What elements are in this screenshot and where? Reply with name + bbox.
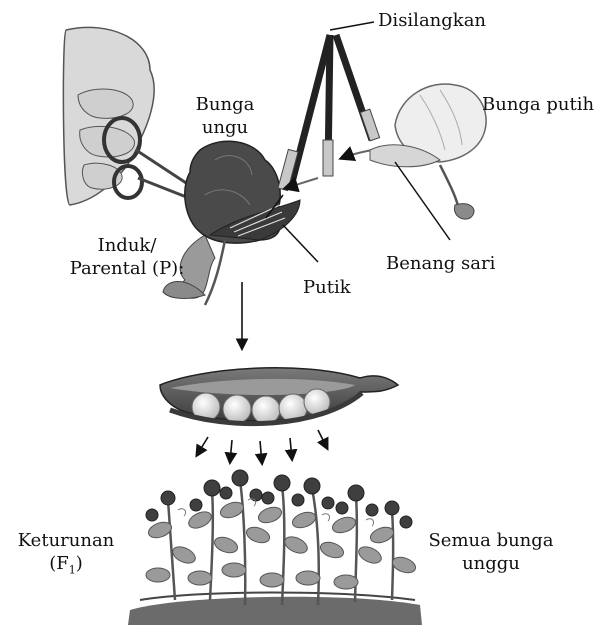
label-semua-line1: Semua bunga [416,529,566,552]
label-induk-line2: Parental (P): [62,257,192,280]
label-bunga-ungu: Bunga ungu [190,93,260,139]
label-semua-bunga: Semua bunga unggu [416,529,566,575]
label-induk-parental: Induk/ Parental (P): [62,234,192,280]
label-semua-line2: unggu [416,552,566,575]
label-bunga-ungu-line1: Bunga [190,93,260,116]
purple-flower [163,141,300,305]
label-bunga-ungu-line2: ungu [190,116,260,139]
label-keturunan: Keturunan (F1) [6,529,126,582]
offspring-plants [128,470,422,625]
label-induk-line1: Induk/ [62,234,192,257]
label-disilangkan: Disilangkan [378,9,486,32]
label-bunga-putih: Bunga putih [482,93,594,116]
label-keturunan-line2: (F1) [6,552,126,582]
label-benang-sari: Benang sari [386,252,495,275]
pea-pod [160,368,398,424]
brushes [266,22,380,218]
label-keturunan-sub: 1 [69,564,76,577]
label-keturunan-close: ) [76,553,83,574]
white-flower [370,84,486,240]
label-keturunan-f: (F [49,553,69,574]
label-keturunan-line1: Keturunan [6,529,126,552]
label-putik: Putik [303,276,351,299]
